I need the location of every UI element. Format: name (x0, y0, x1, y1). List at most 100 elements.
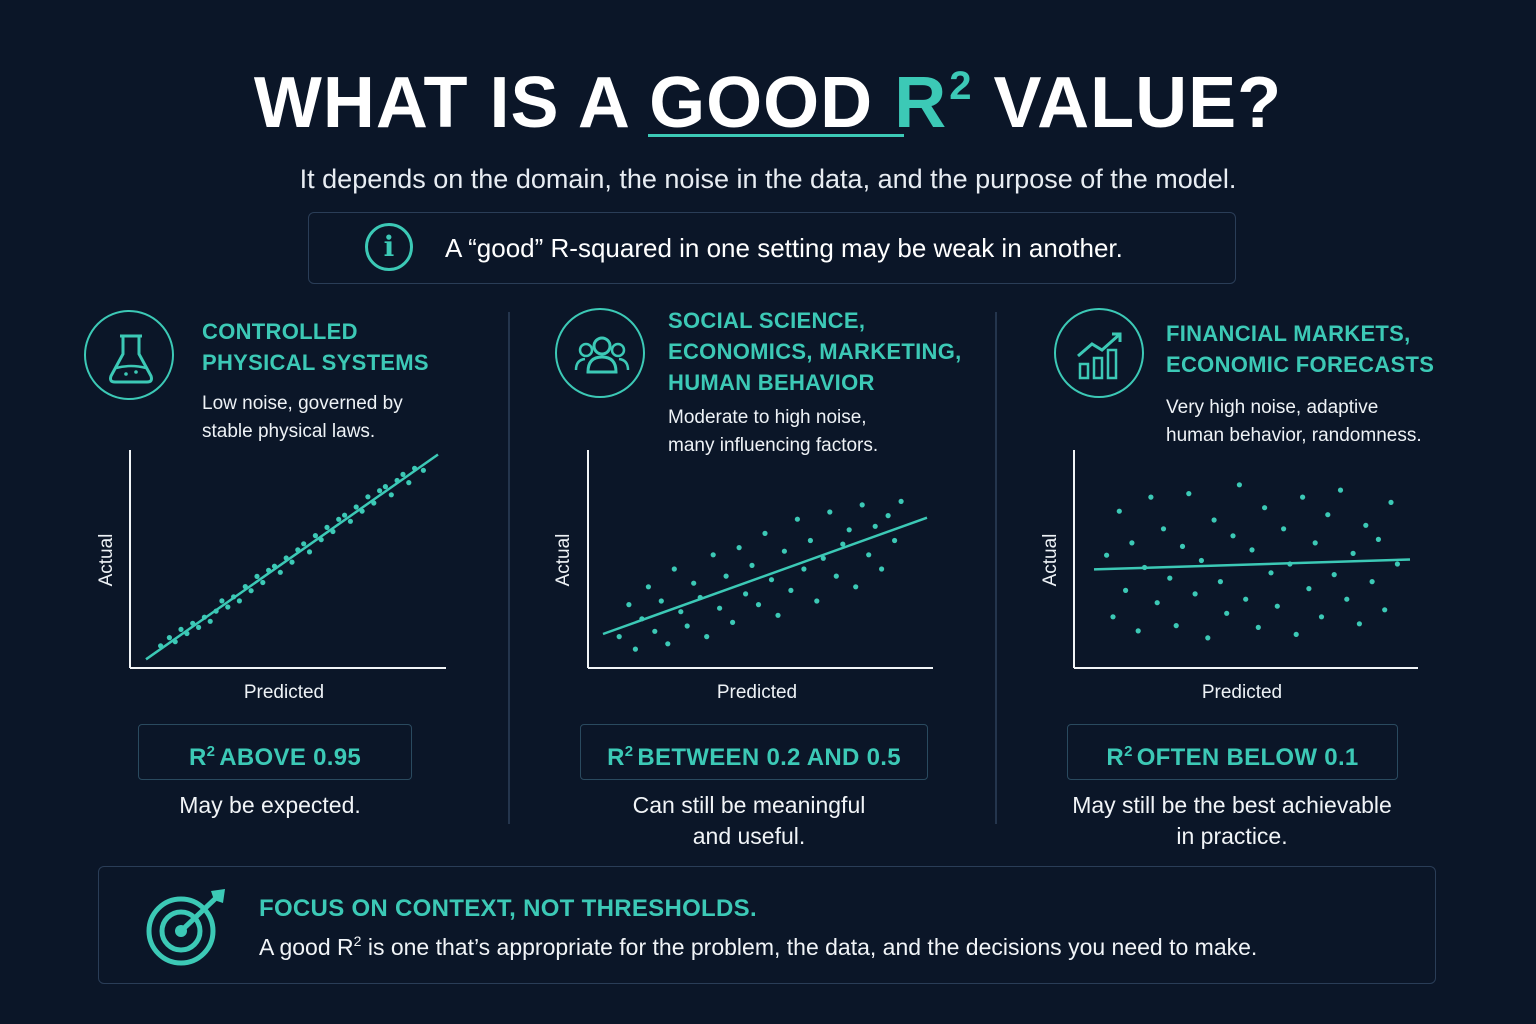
data-point (353, 504, 359, 510)
data-point (807, 537, 813, 544)
data-point (781, 548, 787, 554)
data-point (658, 598, 664, 604)
panel-description: Low noise, governed by stable physical l… (202, 393, 403, 442)
data-point (736, 545, 742, 551)
data-point (1306, 586, 1312, 592)
data-point (324, 524, 330, 530)
r2-note: May still be the best achievable in prac… (1072, 792, 1392, 849)
data-point (833, 573, 839, 579)
data-point (820, 555, 826, 561)
data-point (645, 584, 651, 590)
data-point (1369, 579, 1375, 585)
data-point (1293, 631, 1299, 637)
data-point (1394, 561, 1400, 567)
data-point (377, 488, 383, 494)
data-point (277, 569, 283, 575)
data-point (1104, 552, 1110, 558)
data-point (1123, 587, 1129, 593)
data-point (678, 609, 684, 615)
page-title: WHAT IS A GOOD R2 VALUE? (0, 44, 1536, 145)
data-point (892, 537, 898, 544)
data-point (1344, 596, 1350, 602)
scatter-plot-moderate-noise: Actual Predicted (553, 450, 933, 703)
data-point (1331, 572, 1337, 578)
data-point (1116, 508, 1122, 514)
people-icon (555, 308, 645, 398)
data-point (743, 591, 749, 597)
data-point (1262, 505, 1268, 511)
bar-chart-trend-icon (1054, 308, 1144, 398)
data-point (400, 471, 406, 477)
data-point (717, 605, 723, 611)
data-point (1135, 628, 1141, 634)
data-point (1205, 635, 1211, 641)
data-point (1281, 526, 1287, 532)
data-point (289, 559, 295, 565)
data-point (794, 516, 800, 522)
data-point (236, 598, 242, 604)
r2-note: Can still be meaningful and useful. (632, 792, 866, 849)
data-point (691, 580, 697, 586)
data-point (1356, 621, 1362, 627)
data-point (710, 552, 716, 558)
data-point (196, 624, 202, 630)
data-point (178, 626, 184, 632)
data-point (840, 541, 846, 547)
data-point (382, 484, 388, 490)
data-point (1211, 517, 1217, 523)
data-point (1224, 610, 1230, 616)
title-superscript: 2 (949, 64, 973, 108)
panel-title: FINANCIAL MARKETS, ECONOMIC FORECASTS (1166, 321, 1435, 377)
panel-controlled-physical-systems: CONTROLLED PHYSICAL SYSTEMS Low noise, g… (80, 300, 560, 860)
data-point (1198, 557, 1204, 564)
target-arrow-icon (146, 889, 225, 966)
data-point (853, 584, 859, 590)
data-point (260, 579, 266, 586)
data-points (158, 465, 426, 649)
data-point (1230, 533, 1236, 539)
data-point (866, 552, 872, 558)
data-point (1382, 607, 1388, 613)
data-point (723, 573, 729, 579)
x-axis-label: Predicted (717, 682, 797, 703)
panel-title: SOCIAL SCIENCE, ECONOMICS, MARKETING, HU… (668, 308, 962, 395)
data-point (749, 562, 755, 568)
data-point (775, 612, 781, 618)
panel-title: CONTROLLED PHYSICAL SYSTEMS (202, 319, 429, 375)
data-point (1179, 543, 1186, 549)
data-point (342, 512, 348, 518)
data-point (1388, 499, 1394, 505)
data-points (616, 498, 904, 652)
data-point (788, 587, 794, 593)
data-point (1312, 540, 1318, 546)
data-point (1268, 570, 1274, 576)
data-point (388, 492, 394, 498)
data-point (1337, 487, 1344, 493)
data-point (632, 646, 638, 652)
y-axis-label: Actual (96, 534, 117, 587)
footer-title: FOCUS ON CONTEXT, NOT THRESHOLDS. (259, 895, 757, 922)
scatter-plot-high-noise: Actual Predicted (1040, 450, 1418, 703)
data-point (652, 628, 658, 634)
data-point (301, 541, 307, 547)
data-point (671, 566, 677, 572)
data-point (885, 513, 891, 519)
data-point (1375, 536, 1381, 542)
data-point (306, 549, 313, 555)
data-points (1104, 482, 1400, 641)
data-point (420, 467, 426, 473)
data-point (1300, 494, 1306, 500)
data-point (626, 602, 632, 608)
data-point (1243, 596, 1249, 602)
data-point (166, 635, 172, 641)
info-text: A “good” R-squared in one setting may be… (445, 233, 1123, 263)
r2-note: May be expected. (179, 792, 361, 818)
panel-description: Very high noise, adaptive human behavior… (1166, 397, 1422, 446)
data-point (1236, 482, 1242, 488)
data-point (1167, 575, 1173, 581)
flask-icon (84, 310, 174, 400)
column-divider (508, 312, 510, 824)
data-point (1129, 540, 1135, 546)
